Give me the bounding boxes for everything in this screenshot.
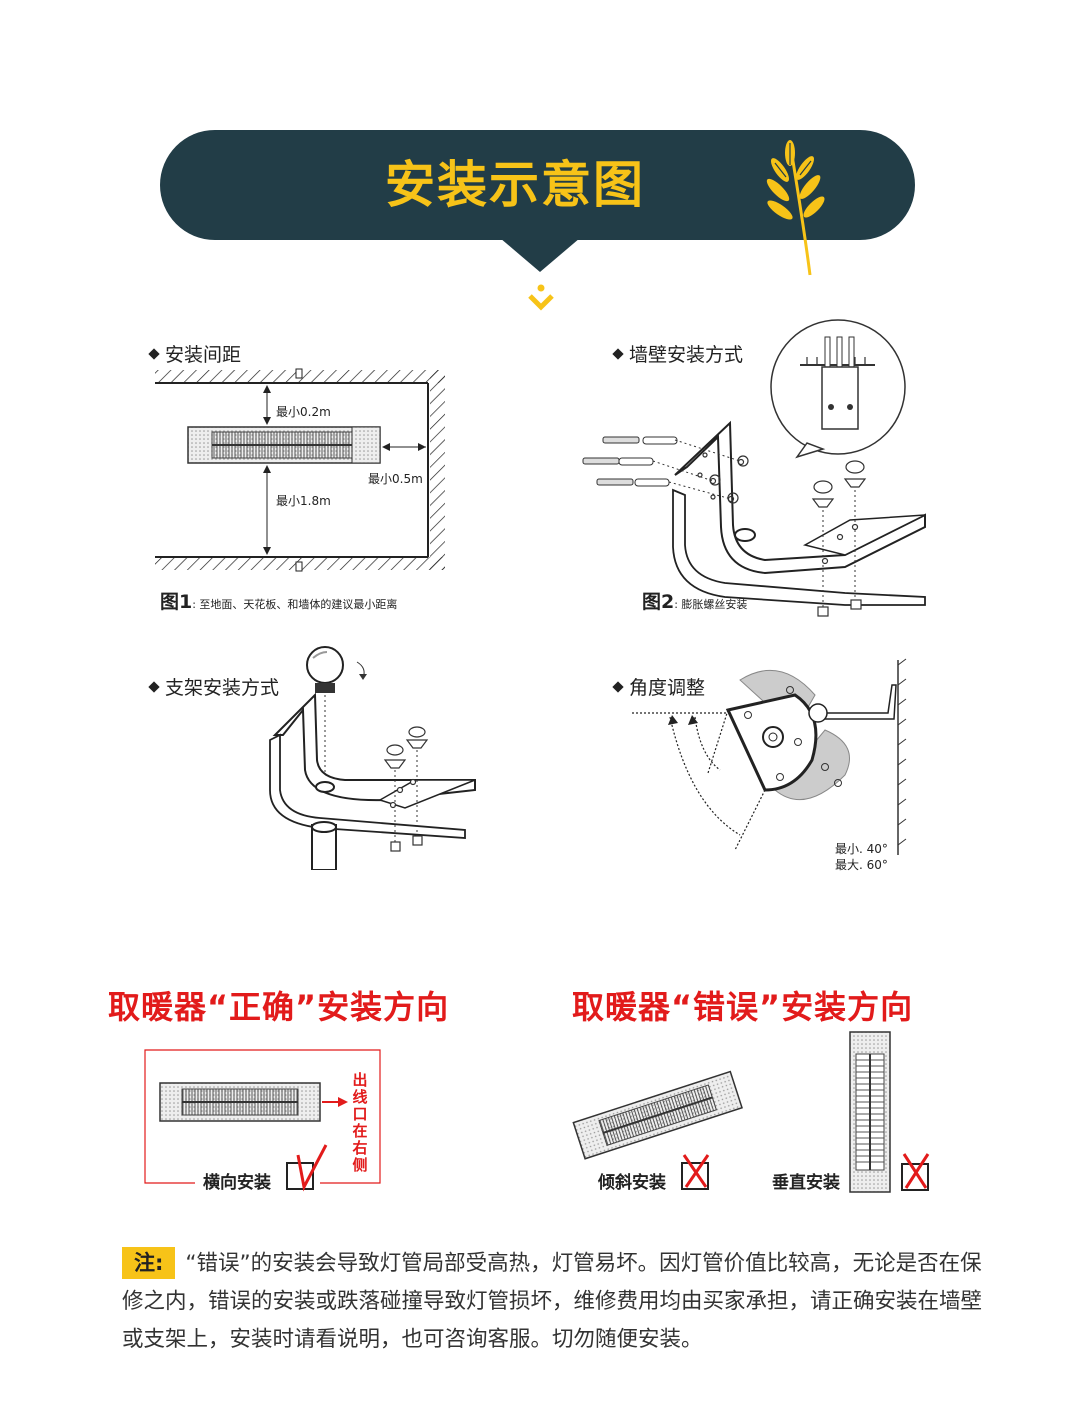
min-side-label: 最小0.5m	[368, 472, 423, 486]
banner-title: 安装示意图	[385, 156, 645, 214]
angle-label: 角度调整	[612, 673, 705, 700]
min-top-label: 最小0.2m	[276, 405, 331, 419]
correct-title: 取暖器“正确”安装方向	[108, 988, 450, 1026]
outlet-label: 出线口在右侧	[352, 1071, 368, 1174]
note-text: “错误”的安装会导致灯管局部受高热，灯管易坏。因灯管价值比较高，无论是否在保修之…	[122, 1251, 983, 1352]
tilted-diagram	[572, 1070, 743, 1190]
correct-orientation-diagram	[144, 1049, 381, 1192]
vertical-diagram	[849, 1031, 930, 1193]
angle-diagram	[632, 658, 907, 855]
note-paragraph: 注:“错误”的安装会导致灯管局部受高热，灯管易坏。因灯管价值比较高，无论是否在保…	[122, 1245, 982, 1359]
spacing-diagram	[155, 368, 445, 572]
bracket-diagram	[269, 646, 476, 870]
chevron-down-icon	[528, 284, 554, 311]
figure2-caption: 图2: 膨胀螺丝安装	[642, 591, 748, 613]
tilted-label: 倾斜安装	[598, 1173, 666, 1193]
wheat-icon	[766, 140, 825, 276]
note-tag: 注:	[122, 1247, 176, 1279]
figure1-caption: 图1: 至地面、天花板、和墙体的建议最小距离	[160, 591, 398, 613]
angle-min: 最小. 40°	[835, 842, 888, 856]
vertical-label: 垂直安装	[772, 1173, 840, 1193]
angle-max: 最大. 60°	[835, 858, 888, 872]
wall-diagram	[582, 319, 926, 617]
banner-pointer	[500, 238, 580, 272]
horizontal-label: 横向安装	[203, 1173, 271, 1193]
wall-label: 墙壁安装方式	[612, 340, 743, 367]
min-bottom-label: 最小1.8m	[276, 494, 331, 508]
wrong-title: 取暖器“错误”安装方向	[572, 988, 914, 1026]
spacing-label: 安装间距	[148, 340, 241, 367]
bracket-label: 支架安装方式	[148, 673, 279, 700]
